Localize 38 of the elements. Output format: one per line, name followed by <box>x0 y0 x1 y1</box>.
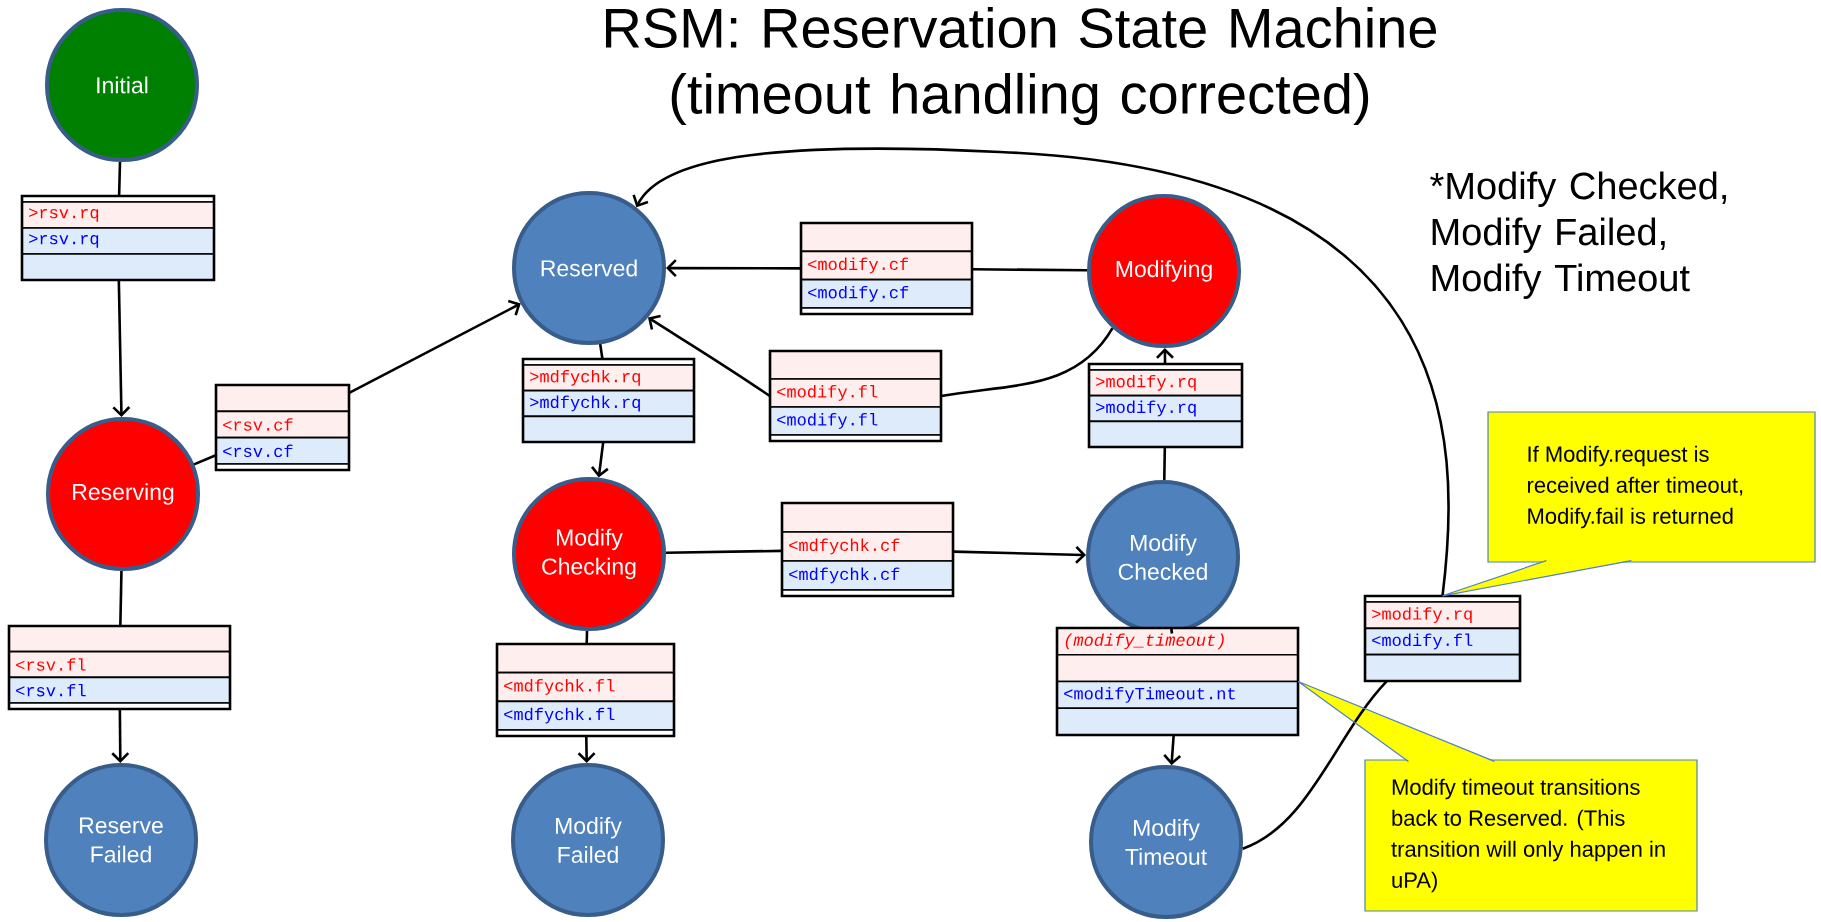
arrow <box>1163 735 1182 766</box>
connector-line <box>1242 680 1388 850</box>
callout-box: Modify timeout transitions back to Reserved. (This transition will only happen in uPA) <box>1298 681 1698 912</box>
message-table: >modify.rq >modify.rq <box>1087 362 1244 449</box>
connector-line <box>666 549 782 555</box>
message-table: <mdfychk.cf <mdfychk.cf <box>780 501 955 598</box>
connector-line <box>1169 627 1174 634</box>
connector-line <box>1163 447 1167 481</box>
connector-line <box>585 630 589 644</box>
message-table: >mdfychk.rq >mdfychk.rq <box>521 357 696 444</box>
connector-line <box>119 570 123 626</box>
arrow <box>648 314 771 398</box>
arrow <box>632 147 1450 596</box>
message-table: <rsv.cf <rsv.cf <box>214 383 351 472</box>
message-table: <modify.cf <modify.cf <box>799 221 974 316</box>
arrow <box>348 299 521 394</box>
arrow <box>111 709 130 763</box>
title: RSM: Reservation State Machine (timeout handling corrected) <box>606 6 1436 126</box>
connector-line <box>972 267 1088 272</box>
arrow <box>577 736 596 763</box>
connector-line <box>117 161 122 196</box>
connector-line <box>941 327 1114 398</box>
message-table: <modify.fl <modify.fl <box>768 349 943 443</box>
connector-line <box>193 454 217 466</box>
arrow <box>953 545 1087 564</box>
note-text: *Modify Checked, Modify Failed, Modify Timeout <box>1430 171 1726 299</box>
leader-line <box>1441 560 1632 597</box>
connector-line <box>598 344 604 359</box>
arrow <box>666 259 801 278</box>
callout-box: If Modify.request is received after timeout, Modify.fail is returned <box>1442 411 1816 596</box>
message-table: <mdfychk.fl <mdfychk.fl <box>495 642 676 738</box>
message-table: >rsv.rq >rsv.rq <box>20 194 216 282</box>
arrow <box>112 280 131 417</box>
message-table: (modify_timeout) <modifyTimeout.nt <box>1055 626 1300 737</box>
message-table: >modify.rq <modify.fl <box>1363 594 1522 683</box>
arrow <box>591 442 609 478</box>
leader-line <box>1297 680 1495 762</box>
message-table: <rsv.fl <rsv.fl <box>7 624 232 711</box>
